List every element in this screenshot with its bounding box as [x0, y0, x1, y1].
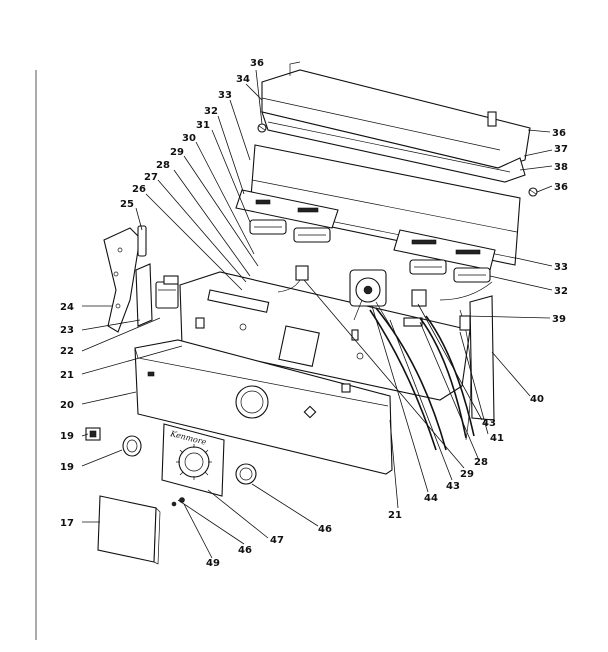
callout-27: 27	[144, 172, 158, 183]
callout-36-top: 36	[250, 58, 264, 69]
timer-motor	[349, 269, 407, 353]
callout-34: 34	[236, 74, 250, 85]
callout-17: 17	[60, 518, 74, 529]
dial-plate: Kenmore	[161, 423, 225, 497]
callout-30: 30	[182, 133, 196, 144]
back-guard-housing	[261, 61, 531, 183]
knob-left	[122, 435, 142, 457]
callout-49: 49	[206, 558, 220, 569]
callout-41: 41	[490, 433, 504, 444]
access-panel	[97, 495, 161, 565]
callout-46-right: 46	[318, 524, 332, 535]
callout-44: 44	[424, 493, 438, 504]
callout-31: 31	[196, 120, 210, 131]
callout-29-left: 29	[170, 147, 184, 158]
terminal-plate	[135, 263, 153, 327]
leader-lines	[81, 69, 553, 559]
callout-26: 26	[132, 184, 146, 195]
backsplash-panel	[235, 144, 521, 271]
callout-28-left: 28	[156, 160, 170, 171]
callout-19-lower: 19	[60, 462, 74, 473]
callout-43-right: 43	[482, 418, 496, 429]
callout-38: 38	[554, 162, 568, 173]
callout-40: 40	[530, 394, 544, 405]
callout-32-right: 32	[554, 286, 568, 297]
callout-33-left: 33	[218, 90, 232, 101]
callout-20: 20	[60, 400, 74, 411]
callout-21-bottom: 21	[388, 510, 402, 521]
transformer	[155, 275, 179, 309]
callout-28-right: 28	[474, 457, 488, 468]
callout-46-lower: 46	[238, 545, 252, 556]
callout-labels: 36 34 33 32 31 30 29 28 27 26 25 24 23 2…	[60, 58, 568, 569]
callout-22: 22	[60, 346, 74, 357]
callout-37: 37	[554, 144, 568, 155]
wire-harness	[369, 281, 493, 451]
small-screw-parts	[171, 497, 185, 507]
left-mounting-bracket	[103, 225, 147, 333]
connector-blocks	[249, 219, 491, 283]
callout-43-lower: 43	[446, 481, 460, 492]
callout-25: 25	[120, 199, 134, 210]
callout-23: 23	[60, 325, 74, 336]
callout-47: 47	[270, 535, 284, 546]
callout-29-right: 29	[460, 469, 474, 480]
knob-right	[235, 463, 257, 485]
front-console	[134, 339, 393, 475]
screw-top-left	[257, 123, 267, 133]
callout-32-left: 32	[204, 106, 218, 117]
callout-24: 24	[60, 302, 74, 313]
callout-39: 39	[552, 314, 566, 325]
callout-19-upper: 19	[60, 431, 74, 442]
callout-36-right-top: 36	[552, 128, 566, 139]
small-switch	[277, 265, 309, 293]
screw-right-upper	[528, 187, 538, 197]
callout-36-right-lower: 36	[554, 182, 568, 193]
callout-33-right: 33	[554, 262, 568, 273]
indicator-light	[85, 427, 101, 441]
callout-21-left: 21	[60, 370, 74, 381]
